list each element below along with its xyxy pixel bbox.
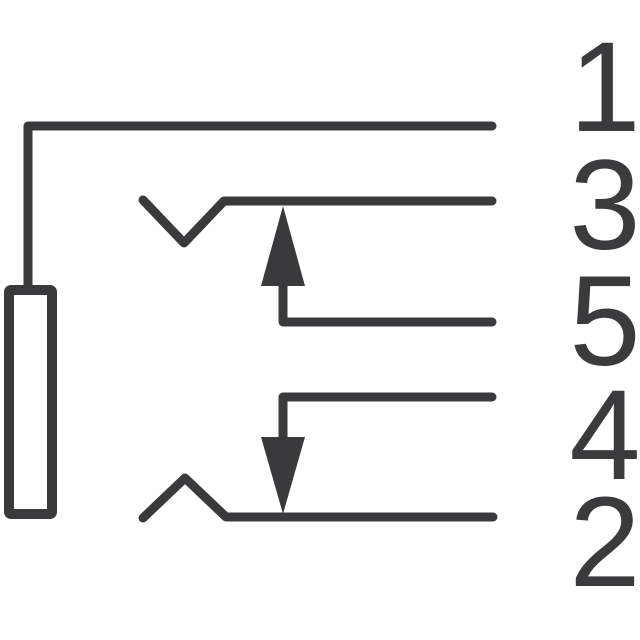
- pin4-wire: [278, 392, 497, 442]
- pin-label-1: 1: [569, 16, 640, 159]
- pin1-wire: [23, 121, 497, 293]
- pin-label-5: 5: [569, 250, 640, 393]
- pin3-contact-wire: [138, 195, 497, 248]
- jack-body: [4, 285, 57, 519]
- pin-label-2: 2: [569, 471, 640, 614]
- wire-group: [4, 121, 498, 523]
- arrow-down-icon: [261, 437, 305, 514]
- arrow-up-icon: [261, 206, 305, 286]
- pin-label-4: 4: [569, 364, 640, 507]
- pin5-wire: [278, 279, 497, 327]
- arrow-group: [261, 206, 305, 514]
- pin-label-3: 3: [569, 134, 640, 277]
- pin2-contact-wire: [138, 473, 498, 523]
